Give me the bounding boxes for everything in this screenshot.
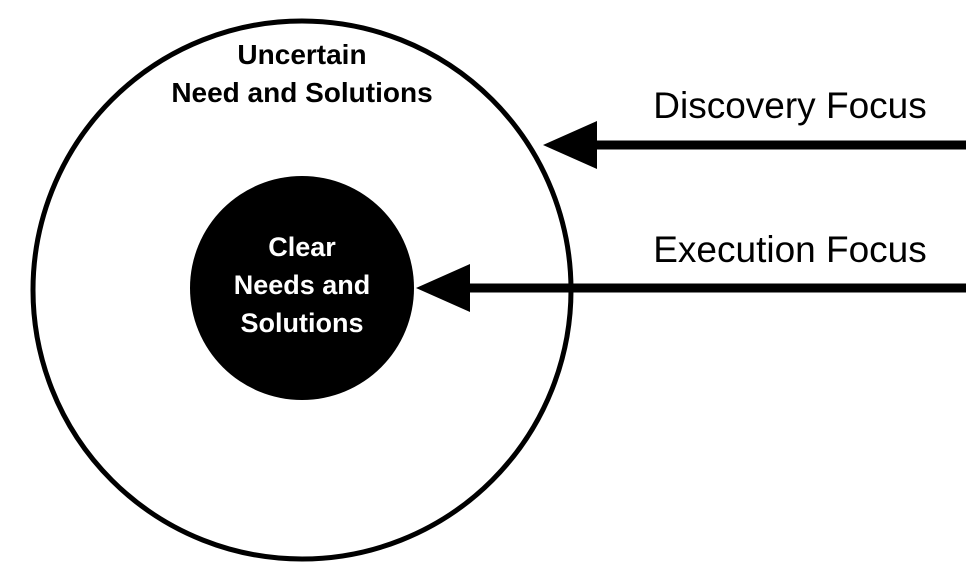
discovery-arrowhead-icon <box>543 121 597 169</box>
inner-circle-label-line-1: Clear <box>268 232 336 262</box>
outer-circle-label-line-1: Uncertain <box>237 39 366 70</box>
discovery-arrow <box>543 121 966 169</box>
execution-focus-label: Execution Focus <box>653 229 927 270</box>
execution-arrowhead-icon <box>416 264 470 312</box>
discovery-focus-label: Discovery Focus <box>653 85 926 126</box>
execution-arrow <box>416 264 966 312</box>
inner-circle-label-line-2: Needs and <box>234 270 371 300</box>
inner-circle <box>190 176 414 400</box>
outer-circle-label-line-2: Need and Solutions <box>171 77 432 108</box>
inner-circle-label-line-3: Solutions <box>241 308 364 338</box>
